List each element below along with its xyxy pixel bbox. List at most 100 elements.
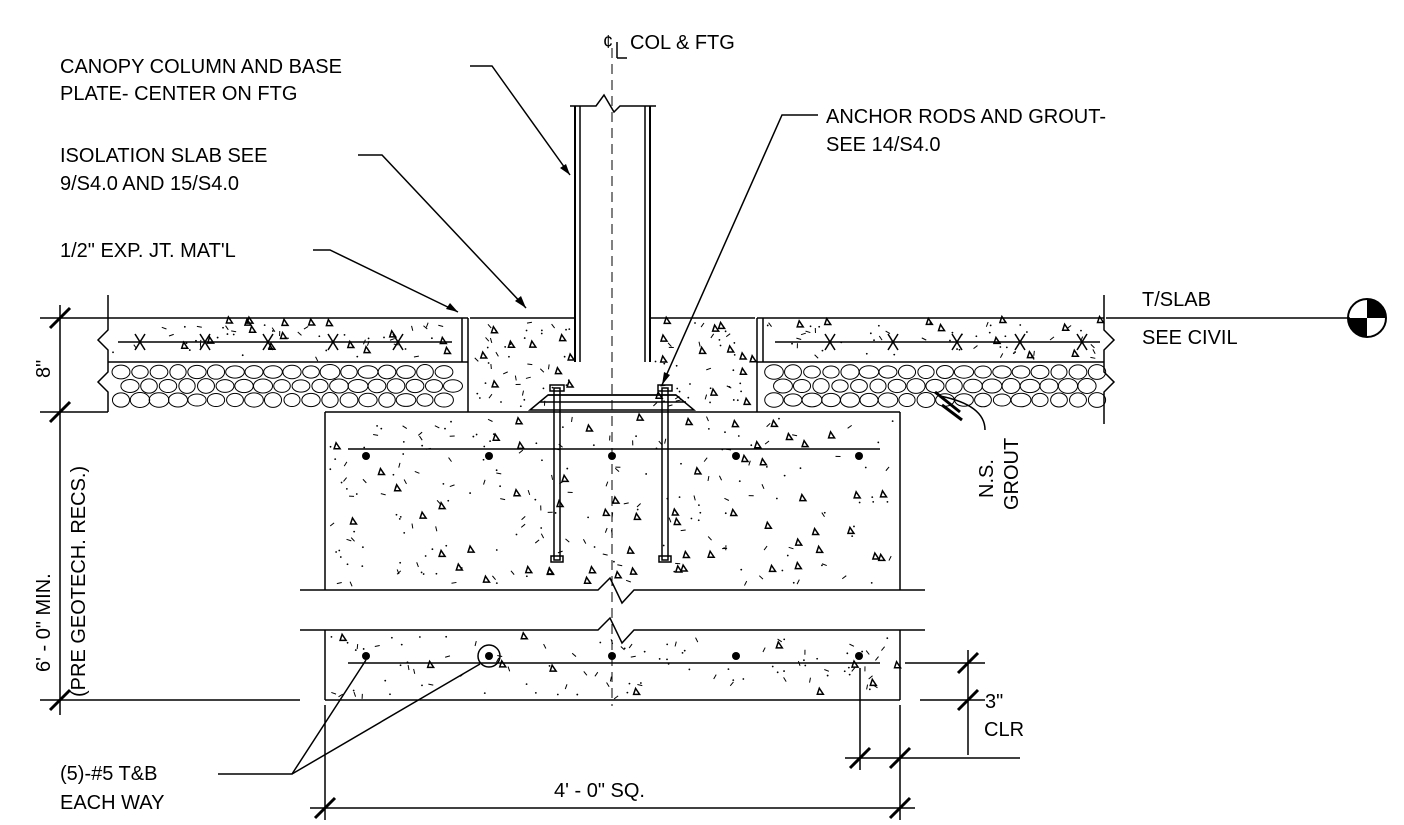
stipple-mark — [558, 332, 568, 342]
stipple-mark — [623, 502, 629, 505]
stipple-mark — [492, 432, 501, 441]
aggregate-cobble — [764, 364, 784, 380]
stipple-mark — [582, 539, 587, 544]
stipple-mark — [821, 349, 824, 352]
stipple-mark — [783, 474, 786, 477]
stipple-mark — [482, 458, 485, 461]
stipple-mark — [718, 338, 721, 341]
stipple-mark — [474, 357, 479, 362]
aggregate-cobble — [206, 392, 226, 408]
aggregate-cobble — [206, 364, 226, 380]
stipple-mark — [469, 492, 472, 494]
stipple-mark — [363, 339, 366, 345]
stipple-mark — [826, 674, 829, 677]
stipple-mark — [866, 684, 869, 690]
stipple-mark — [724, 497, 730, 501]
stipple-mark — [350, 537, 355, 542]
stipple-mark — [419, 510, 428, 519]
aggregate-cobble — [945, 378, 963, 394]
stipple-mark — [346, 538, 352, 542]
stipple-mark — [764, 520, 773, 530]
stipple-mark — [628, 643, 633, 649]
stipple-mark — [571, 652, 577, 657]
aggregate-cobble — [148, 392, 170, 408]
aggregate-cobble — [405, 378, 425, 394]
stipple-mark — [406, 661, 409, 664]
stipple-mark — [738, 480, 741, 483]
stipple-mark — [1005, 346, 1008, 349]
svg-text:¢: ¢ — [603, 32, 613, 52]
aggregate-cobble — [859, 392, 879, 408]
tslab-label: T/SLAB — [1142, 289, 1211, 311]
aggregate-cobble — [416, 364, 434, 380]
stipple-mark — [707, 475, 710, 482]
stipple-mark — [625, 579, 631, 583]
stipple-mark — [765, 465, 768, 468]
stipple-mark — [185, 342, 188, 345]
stipple-mark — [816, 686, 825, 695]
stipple-mark — [698, 504, 700, 506]
stipple-mark — [271, 327, 276, 333]
stipple-mark — [878, 335, 883, 341]
aggregate-cobble — [252, 378, 274, 394]
stipple-mark — [770, 418, 779, 428]
stipple-mark — [662, 544, 665, 547]
stipple-mark — [951, 331, 954, 334]
stipple-mark — [783, 677, 787, 682]
slab-label-2: 9/S4.0 AND 15/S4.0 — [60, 173, 239, 195]
stipple-mark — [1014, 351, 1016, 353]
stipple-mark — [726, 344, 736, 353]
stipple-mark — [881, 646, 886, 651]
aggregate-cobble — [149, 364, 169, 380]
aggregate-cobble — [187, 364, 207, 380]
aggregate-cobble — [801, 392, 823, 408]
stipple-mark — [496, 657, 500, 663]
stipple-mark — [280, 317, 290, 327]
stipple-mark — [891, 420, 894, 423]
stipple-mark — [161, 326, 167, 330]
stipple-mark — [658, 658, 661, 660]
stipple-mark — [421, 684, 423, 687]
stipple-mark — [869, 677, 878, 687]
stipple-mark — [620, 646, 625, 651]
stipple-mark — [846, 652, 849, 655]
isolation-slab-right — [756, 295, 1116, 424]
stipple-mark — [395, 513, 398, 516]
stipple-mark — [489, 337, 493, 343]
stipple-mark — [376, 425, 378, 427]
aggregate-cobble — [111, 392, 131, 408]
stipple-mark — [435, 526, 438, 532]
see-civil-label: SEE CIVIL — [1142, 327, 1238, 349]
stipple-mark — [339, 556, 342, 558]
stipple-mark — [973, 345, 978, 350]
aggregate-cobble — [897, 364, 917, 380]
stipple-mark — [393, 343, 399, 346]
stipple-mark — [514, 416, 524, 425]
stipple-mark — [196, 325, 202, 328]
stipple-mark — [740, 390, 743, 393]
welded-wire-right — [775, 333, 1100, 351]
stipple-mark — [524, 564, 534, 574]
stipple-mark — [739, 382, 742, 385]
stipple-mark — [557, 550, 563, 554]
stipple-mark — [345, 487, 348, 490]
stipple-mark — [602, 553, 608, 556]
stipple-mark — [325, 317, 334, 327]
stipple-mark — [678, 390, 681, 393]
aggregate-cobble — [319, 364, 341, 380]
stipple-mark — [402, 440, 405, 443]
stipple-mark — [352, 689, 355, 692]
stipple-mark — [814, 354, 819, 359]
aggregate-cobble — [395, 393, 417, 407]
stipple-mark — [388, 329, 398, 338]
aggregate-cobble — [329, 378, 349, 394]
stipple-mark — [698, 341, 701, 347]
stipple-mark — [666, 643, 669, 646]
stipple-mark — [499, 485, 501, 488]
aggregate-cobble — [234, 378, 254, 394]
stipple-mark — [666, 497, 669, 500]
stipple-mark — [488, 393, 493, 399]
stipple-mark — [823, 511, 826, 514]
stipple-mark — [343, 333, 346, 336]
aggregate-cobble — [877, 392, 899, 408]
